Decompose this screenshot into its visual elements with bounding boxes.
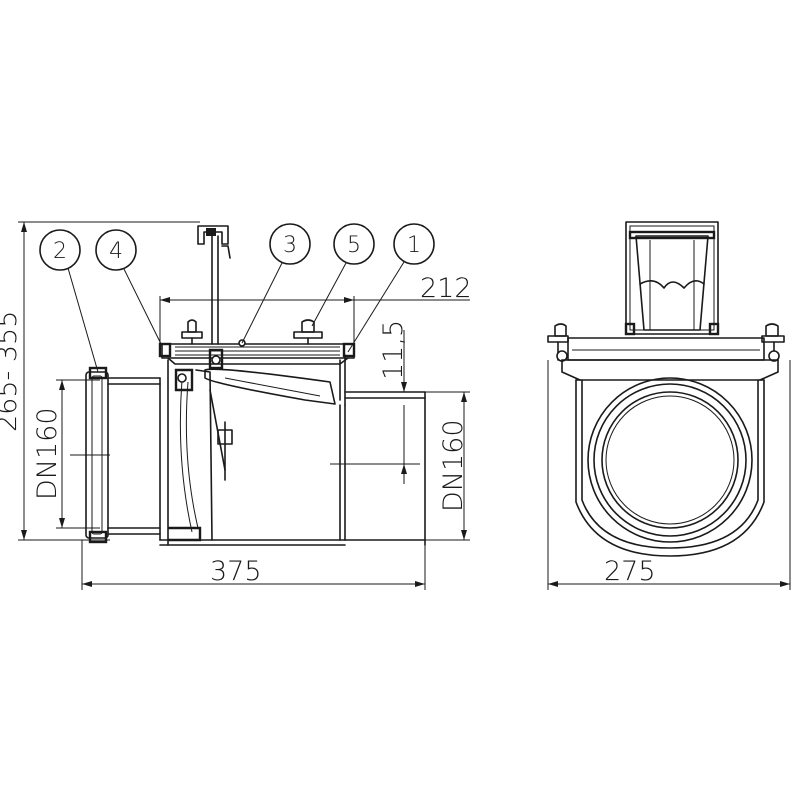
offset-dimension: 11,5 — [378, 320, 412, 484]
callout-4: 4 — [95, 229, 163, 347]
inlet-socket — [70, 366, 161, 544]
front-cover — [547, 323, 785, 381]
actuator — [197, 225, 231, 370]
svg-text:3: 3 — [283, 233, 297, 258]
outlet-dn-dimension: DN160 — [425, 391, 470, 541]
inlet-dn-label: DN160 — [32, 407, 63, 500]
cover-width-label: 212 — [420, 273, 472, 304]
callout-1: 1 — [347, 223, 435, 353]
height-label: 265- 355 — [0, 311, 23, 432]
valve-body — [159, 354, 426, 546]
callout-3: 3 — [241, 223, 311, 344]
front-view: 275 — [547, 221, 791, 590]
side-view: 265- 355 DN160 — [0, 221, 472, 590]
width-label: 275 — [604, 556, 656, 587]
length-dimension: 375 — [81, 540, 426, 590]
outlet-dn-label: DN160 — [438, 419, 469, 512]
svg-text:1: 1 — [407, 233, 421, 258]
length-label: 375 — [210, 556, 262, 587]
front-body — [575, 379, 765, 557]
callout-5: 5 — [311, 223, 375, 327]
offset-label: 11,5 — [378, 320, 409, 380]
svg-text:5: 5 — [347, 233, 361, 258]
front-actuator — [624, 221, 720, 336]
callout-2: 2 — [39, 229, 99, 373]
width-dimension: 275 — [547, 360, 791, 590]
svg-text:4: 4 — [109, 239, 123, 264]
cover — [158, 319, 356, 365]
front-pipe — [587, 377, 753, 543]
height-dimension: 265- 355 — [0, 221, 200, 541]
svg-text:2: 2 — [53, 239, 67, 264]
flap — [168, 368, 336, 542]
inlet-dn-dimension: DN160 — [32, 379, 100, 529]
cover-width-dimension: 212 — [159, 273, 472, 344]
